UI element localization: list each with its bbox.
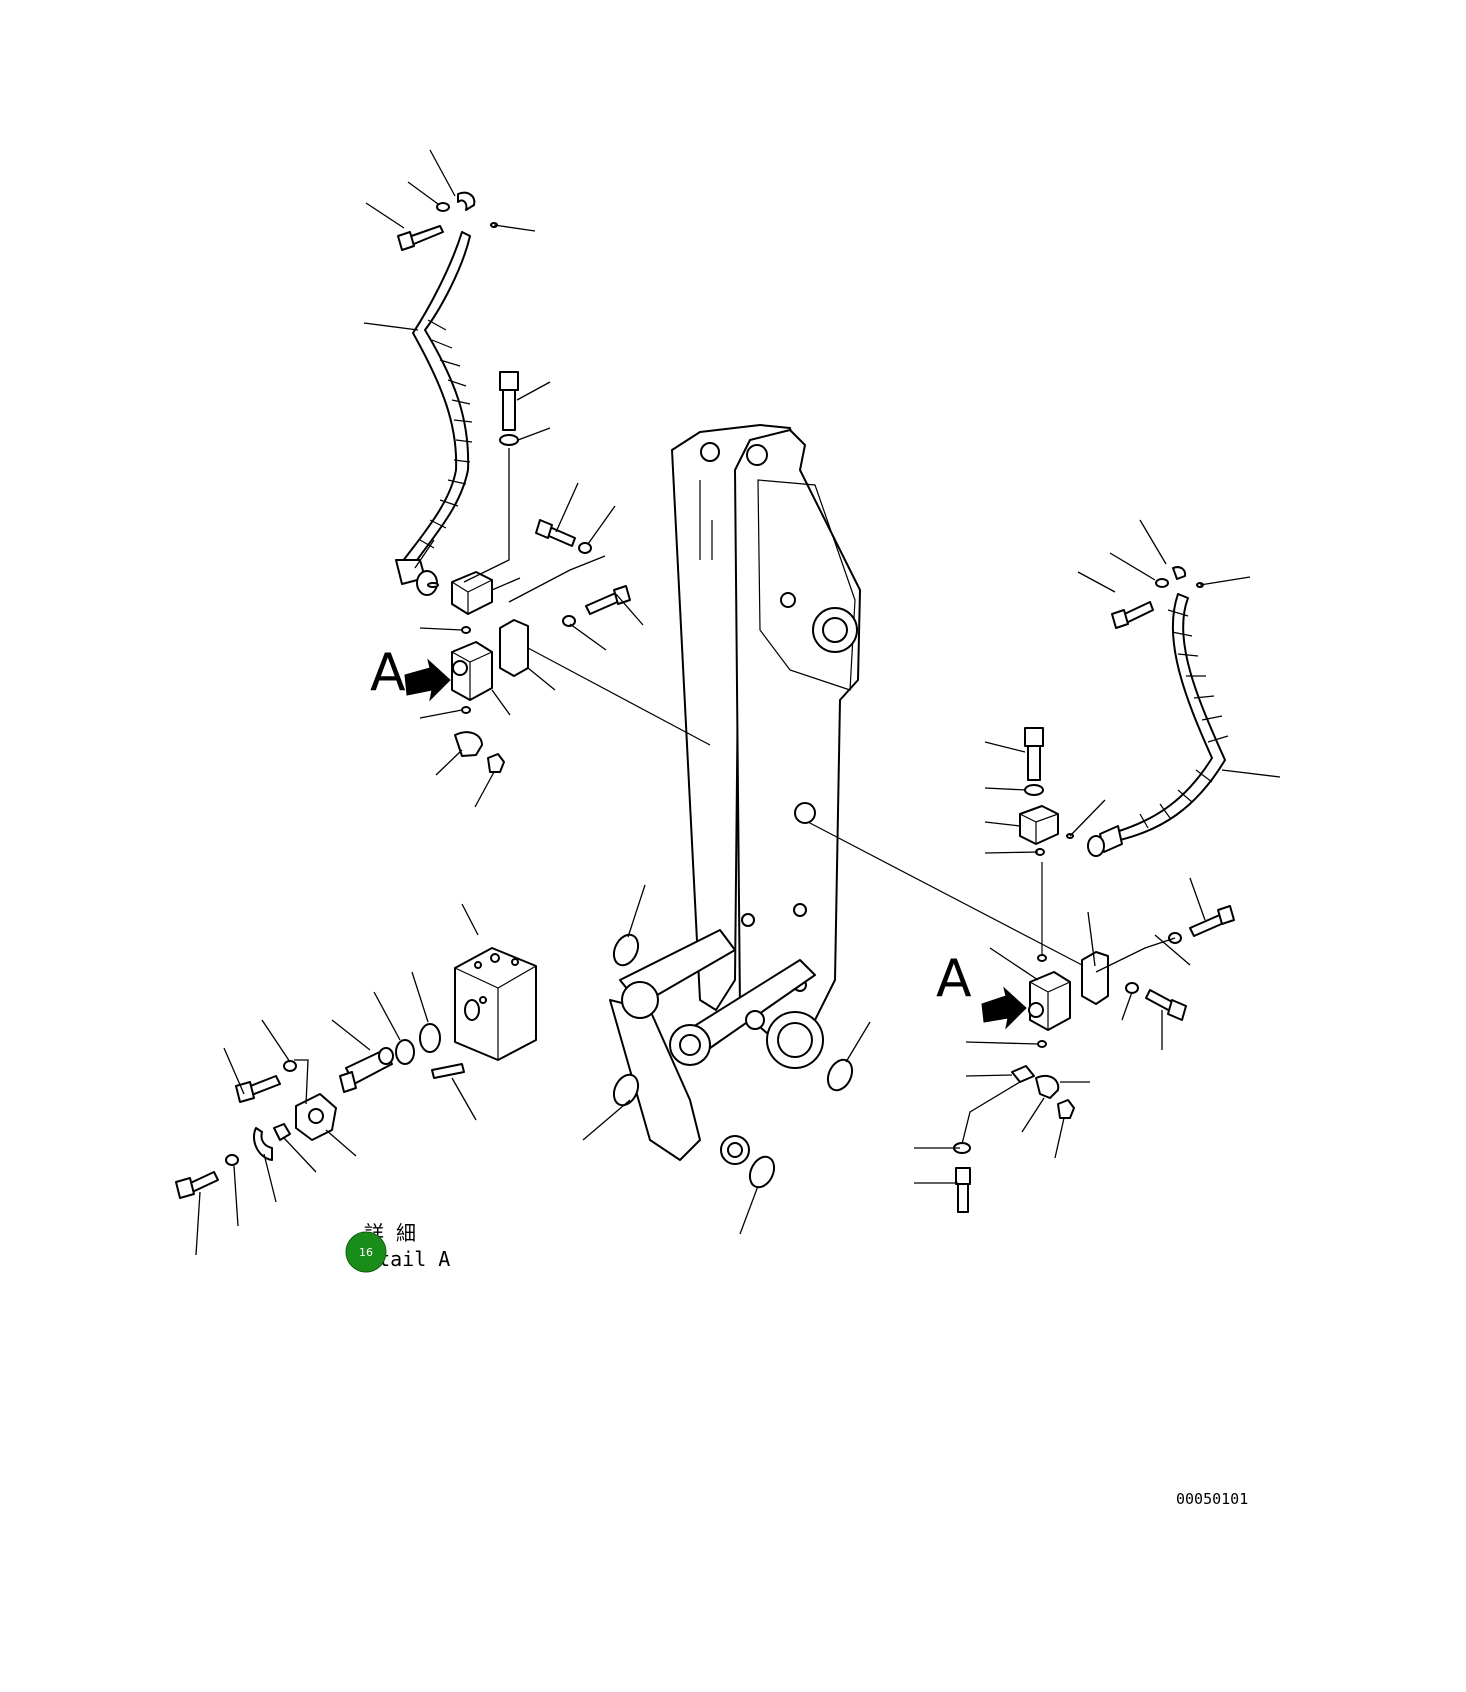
leader-lines [195,149,1281,1256]
arm-assembly [671,424,861,1069]
left-hose-group [395,191,631,773]
callout-circle[interactable] [345,1231,387,1273]
view-label-left: A [370,643,406,703]
right-hose-group [953,566,1235,1213]
callout-number: 16 [359,1246,373,1259]
bucket-link-assembly [609,929,816,1165]
o-rings-links [612,933,854,1189]
view-label-right: A [936,949,972,1009]
callout-marker[interactable]: 16 [345,1231,387,1273]
drawing-number: 00050101 [1176,1490,1248,1508]
detail-a-exploded [175,947,537,1199]
